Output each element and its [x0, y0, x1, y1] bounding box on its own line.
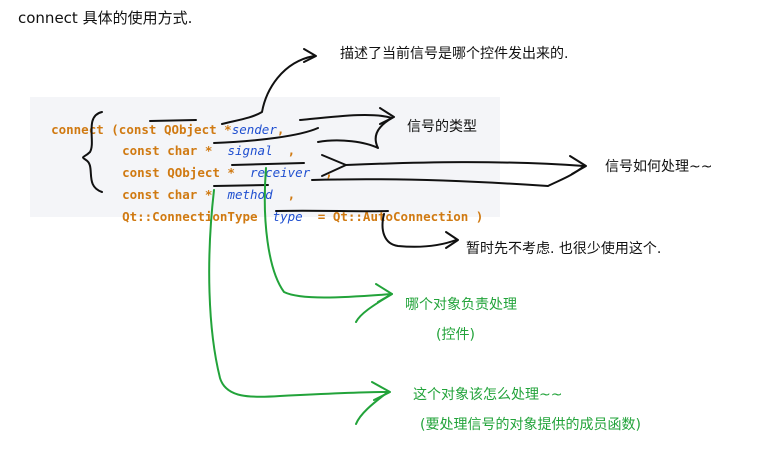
receiver-subnote: (控件) — [436, 327, 475, 343]
process-note: 信号如何处理~~ — [605, 159, 713, 175]
method-green-arrowhead — [371, 381, 391, 401]
process-arrowhead — [569, 155, 587, 175]
type-arrow — [381, 213, 457, 248]
receiver-green-arrow — [263, 167, 393, 323]
brace-stroke — [82, 111, 103, 193]
process-arrow — [311, 161, 585, 187]
code-param-method: method — [227, 187, 273, 202]
sender-arrow — [221, 55, 315, 125]
signal-underline — [213, 127, 319, 144]
underline-qobject — [149, 119, 197, 122]
signal-arrow — [299, 113, 393, 149]
method-green-arrow — [208, 189, 389, 425]
code-line-2: const char * signal , — [107, 127, 295, 159]
code-connect: connect ( — [51, 122, 119, 137]
code-line-1: connect (const QObject *sender, — [36, 106, 284, 138]
code-line-4: const char * method , — [107, 171, 295, 203]
code-param-sender: sender — [231, 122, 277, 137]
code-type-method: const char * — [122, 187, 213, 202]
code-type-connection: Qt::ConnectionType — [122, 209, 258, 224]
sender-note: 描述了当前信号是哪个控件发出来的. — [340, 46, 569, 62]
page-title: connect 具体的使用方式. — [18, 9, 193, 27]
process-bracket — [321, 154, 347, 177]
receiver-note: 哪个对象负责处理 — [405, 297, 517, 313]
receiver-underline — [231, 162, 305, 166]
sender-arrowhead — [303, 48, 317, 63]
method-underline — [213, 184, 269, 187]
method-note: 这个对象该怎么处理~~ — [413, 387, 563, 403]
code-type-sender: const QObject * — [118, 122, 232, 137]
code-type-receiver: const QObject * — [122, 165, 235, 180]
signal-note: 信号的类型 — [407, 119, 477, 135]
receiver-green-arrowhead — [375, 283, 393, 303]
code-type-signal: const char * — [122, 143, 213, 158]
code-comma-4: , — [287, 187, 296, 202]
type-note: 暂时先不考虑. 也很少使用这个. — [466, 241, 662, 257]
signal-arrowhead — [379, 107, 395, 125]
code-default-value: = Qt::AutoConnection ) — [317, 209, 484, 224]
method-subnote: (要处理信号的对象提供的成员函数) — [420, 417, 641, 433]
code-comma-1: , — [276, 122, 285, 137]
code-param-signal: signal — [227, 143, 273, 158]
type-underline — [275, 209, 389, 213]
type-arrowhead — [445, 231, 459, 249]
code-line-5: Qt::ConnectionType type = Qt::AutoConnec… — [107, 193, 483, 225]
code-param-type: type — [272, 209, 303, 224]
code-comma-2: , — [287, 143, 296, 158]
